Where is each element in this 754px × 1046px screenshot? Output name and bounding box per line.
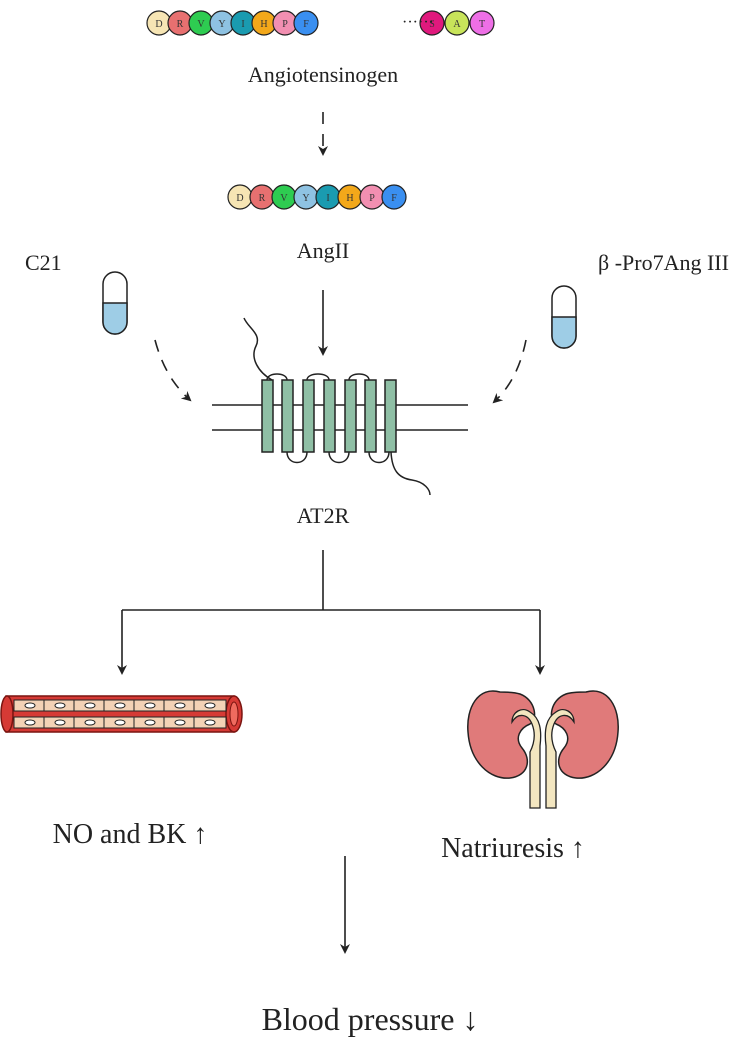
amino-acid-letter: D <box>236 193 243 204</box>
amino-acid-letter: F <box>391 193 397 204</box>
chain-ellipsis: ······ <box>402 14 434 31</box>
endothelial-cell-nucleus <box>174 702 186 709</box>
amino-acid-letter: F <box>303 19 309 30</box>
kidney-icon <box>467 690 619 809</box>
amino-acid-letter: Y <box>218 19 225 30</box>
branch-arrows <box>117 550 545 675</box>
endothelial-cell-nucleus <box>24 702 36 709</box>
endothelial-cell-nucleus <box>54 719 66 726</box>
c21-binding-arrow <box>154 339 192 402</box>
beta-pro7-binding-arrow <box>492 339 527 404</box>
endothelial-cell-nucleus <box>204 702 216 709</box>
cell-membrane <box>212 404 468 431</box>
no-and-bk-label: NO and BK ↑ <box>53 819 208 850</box>
amino-acid-letter: P <box>282 19 288 30</box>
endothelial-cell-nucleus <box>114 719 126 726</box>
endothelial-cell-nucleus <box>54 702 66 709</box>
amino-acid-letter: V <box>197 19 205 30</box>
amino-acid-letter: I <box>241 19 244 30</box>
amino-acid-bead <box>419 10 445 36</box>
c21-capsule-icon <box>102 271 128 335</box>
amino-acid-letter: T <box>479 19 485 30</box>
endothelial-cell-nucleus <box>84 719 96 726</box>
amino-acid-letter: R <box>177 19 184 30</box>
beta-pro7-ang-iii-capsule-icon <box>551 285 577 349</box>
amino-acid-bead <box>444 10 470 36</box>
amino-acid-bead <box>293 10 319 36</box>
amino-acid-letter: R <box>259 193 266 204</box>
endothelial-cell-nucleus <box>144 702 156 709</box>
amino-acid-letter: I <box>326 193 329 204</box>
endothelial-cell-nucleus <box>204 719 216 726</box>
endothelial-cell-nucleus <box>24 719 36 726</box>
amino-acid-letter: A <box>453 19 461 30</box>
amino-acid-letter: P <box>369 193 375 204</box>
endothelial-cell-nucleus <box>174 719 186 726</box>
amino-acid-letter: H <box>260 19 267 30</box>
natriuresis-label: Natriuresis ↑ <box>441 833 585 864</box>
amino-acid-letter: V <box>280 193 288 204</box>
angiotensinogen-label: Angiotensinogen <box>248 62 398 87</box>
endothelial-cell-nucleus <box>114 702 126 709</box>
amino-acid-letter: S <box>429 19 435 30</box>
amino-acid-bead <box>381 184 407 210</box>
c21-label: C21 <box>25 250 62 275</box>
at2r-label: AT2R <box>297 503 350 528</box>
amino-acid-letter: D <box>155 19 162 30</box>
amino-acid-letter: H <box>346 193 353 204</box>
blood-vessel-icon <box>0 695 243 733</box>
endothelial-cell-nucleus <box>84 702 96 709</box>
blood-pressure-label: Blood pressure ↓ <box>262 1001 479 1037</box>
angII-label: AngII <box>297 238 350 263</box>
amino-acid-bead <box>469 10 495 36</box>
amino-acid-letter: Y <box>302 193 309 204</box>
endothelial-cell-nucleus <box>144 719 156 726</box>
at2r-receptor-icon <box>243 317 431 496</box>
beta-pro7-ang-iii-label: β -Pro7Ang III <box>598 250 729 275</box>
